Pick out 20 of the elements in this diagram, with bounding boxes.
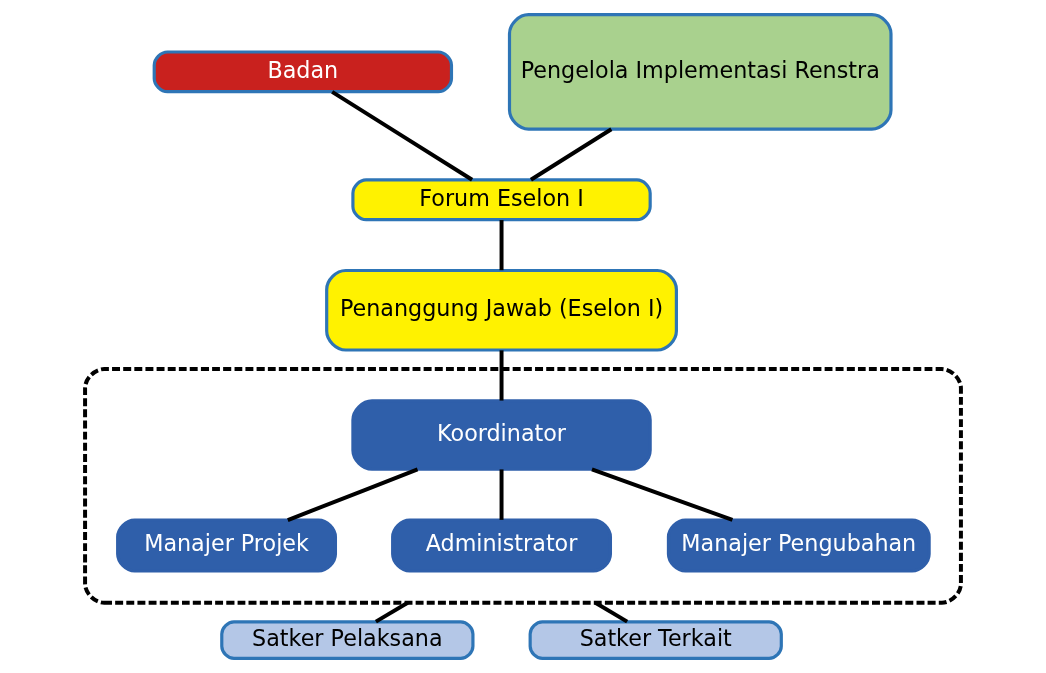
- cluster: [83, 367, 963, 605]
- node-box: Manajer Pengubahan: [666, 518, 931, 573]
- node-box: Penanggung Jawab (Eselon I): [325, 268, 678, 352]
- connector: [499, 350, 504, 401]
- node-box: Pengelola Implementasi Renstra: [507, 13, 893, 131]
- node-box: Manajer Projek: [116, 518, 337, 573]
- node-box: Badan: [152, 50, 454, 94]
- node-box: Koordinator: [351, 399, 652, 471]
- connector: [591, 467, 734, 522]
- node-box: Forum Eselon I: [351, 178, 652, 222]
- connector: [594, 601, 629, 624]
- connector: [529, 127, 613, 182]
- node-box: Satker Terkait: [528, 620, 783, 660]
- connector: [499, 469, 504, 520]
- node-box: Satker Pelaksana: [220, 620, 475, 660]
- connector: [331, 90, 474, 182]
- connector: [374, 601, 409, 624]
- node-box: Administrator: [391, 518, 612, 573]
- connector: [499, 220, 504, 271]
- connector: [287, 467, 419, 522]
